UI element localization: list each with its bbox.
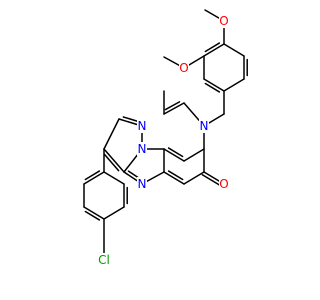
pyridinone-c10-c11 <box>163 102 185 115</box>
pyrimidine-nitrogen-background <box>137 177 147 191</box>
pyridinone-nitrogen: N <box>200 119 209 133</box>
pyrazole-c2-c3 <box>103 118 120 150</box>
chlorophenyl-bond-1-second-line <box>84 170 101 181</box>
pyrimidine-c5a-c5 <box>163 171 185 185</box>
aryl-bond-4 <box>223 78 245 92</box>
chlorine-atom-background <box>96 253 112 267</box>
aryl-bond-6 <box>223 43 245 57</box>
methoxy-oxygen-upper-background <box>179 61 189 75</box>
aryl-bond-1-second-line <box>204 42 221 53</box>
pyrazole-bridge-nitrogen: N <box>138 142 147 156</box>
methoxy-oxygen-top: O <box>219 14 228 28</box>
pyridinone-c9-c9a <box>163 148 185 162</box>
aryl-bond-1 <box>203 43 225 57</box>
pyrimidine-c5a-c5-second-line <box>167 170 184 181</box>
pyrazole-bridge-nitrogen-background <box>137 142 147 156</box>
methoxy-oxygen-top-background <box>219 14 229 28</box>
pyridinone-nitrogen-background <box>199 119 209 133</box>
chlorophenyl-bond-4 <box>103 206 125 220</box>
pyridinone-c10-c11-second-line <box>164 101 181 111</box>
chlorophenyl-bond-1 <box>83 171 105 185</box>
methoxy-oxygen-upper: O <box>179 61 188 75</box>
pyrazole-nitrogen: N <box>138 119 147 133</box>
pyridinone-c9-c9a-second-line <box>167 147 184 158</box>
pyrazole-nitrogen-background <box>137 119 147 133</box>
chlorophenyl-bond-3-second-line <box>84 210 101 221</box>
carbonyl-oxygen: O <box>219 177 228 191</box>
pyrazole-c3-c3a <box>103 148 125 173</box>
aryl-bond-3-second-line <box>204 82 221 93</box>
pyrazole-n10-c2-second-line <box>122 116 141 123</box>
pyrazole-c3-c3a-second-line <box>103 153 120 172</box>
chlorine-atom: Cl <box>98 253 110 267</box>
aryl-bond-3 <box>203 78 225 92</box>
bond-lines <box>83 9 248 261</box>
chlorophenyl-bond-6 <box>103 171 125 185</box>
pyrimidine-c6-c5a <box>183 171 205 185</box>
chlorophenyl-bond-3 <box>83 206 105 220</box>
carbonyl-oxygen-background <box>219 177 229 191</box>
pyridinone-c8-c9 <box>183 148 205 162</box>
pyrimidine-nitrogen: N <box>138 177 147 191</box>
